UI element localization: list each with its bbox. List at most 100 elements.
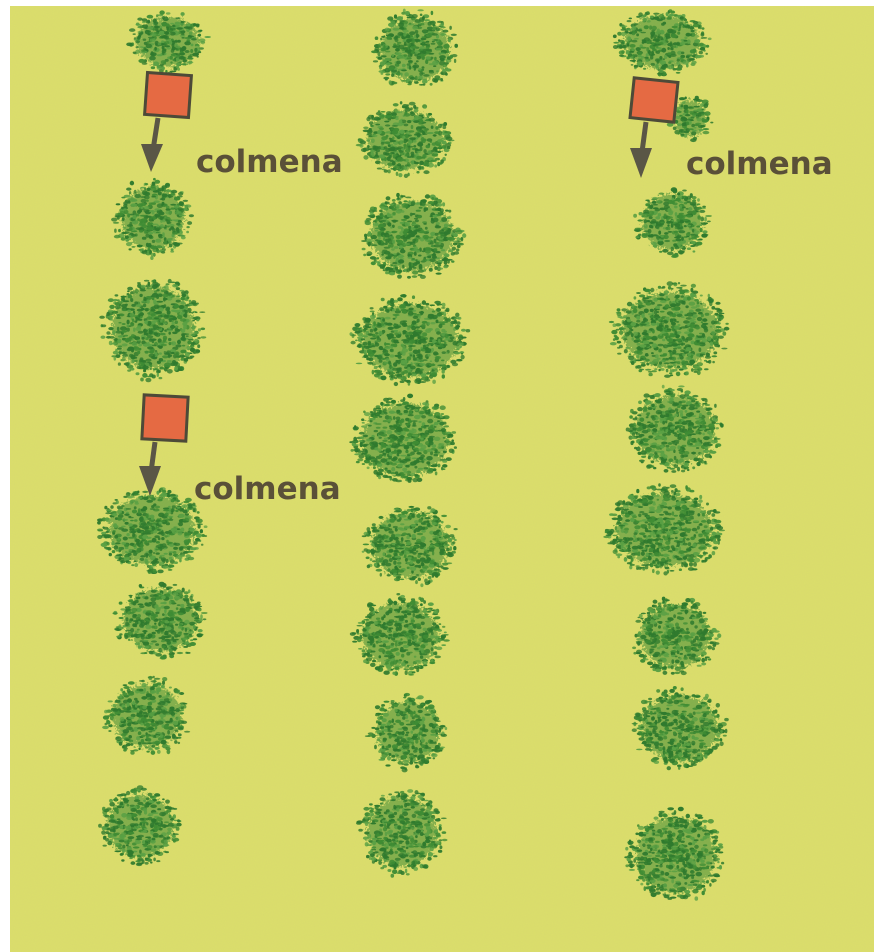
bush-speckle bbox=[394, 382, 398, 386]
bush-speckle bbox=[130, 619, 133, 621]
bush-speckle bbox=[190, 356, 194, 358]
bush-speckle bbox=[141, 308, 145, 311]
bush-speckle bbox=[404, 458, 411, 460]
bush-speckle bbox=[158, 695, 161, 698]
bush-speckle bbox=[167, 828, 172, 832]
bush-speckle bbox=[155, 549, 160, 551]
bush-speckle bbox=[116, 203, 121, 205]
bush-speckle bbox=[121, 859, 124, 861]
bush-speckle bbox=[130, 181, 134, 186]
bush-speckle bbox=[181, 528, 185, 533]
bush-speckle bbox=[428, 201, 435, 204]
bush-speckle bbox=[398, 331, 401, 334]
bush-speckle bbox=[362, 451, 365, 454]
bush-speckle bbox=[394, 255, 397, 257]
bush-speckle bbox=[144, 559, 148, 564]
bush-speckle bbox=[148, 854, 153, 857]
bush-speckle bbox=[368, 231, 371, 235]
bush-speckle bbox=[373, 466, 376, 469]
bush-speckle bbox=[185, 533, 192, 536]
bush-speckle bbox=[151, 616, 156, 621]
bush-speckle bbox=[435, 463, 438, 466]
bush-speckle bbox=[380, 402, 383, 406]
bush-speckle bbox=[368, 341, 371, 345]
bush-speckle bbox=[143, 823, 145, 826]
bush-speckle bbox=[151, 686, 155, 690]
bush-speckle bbox=[115, 302, 120, 305]
bush-speckle bbox=[466, 329, 471, 332]
bush-speckle bbox=[399, 201, 402, 204]
bush-speckle bbox=[404, 445, 410, 450]
bush-speckle bbox=[411, 160, 414, 164]
bush-speckle bbox=[355, 323, 360, 327]
bush-speckle bbox=[435, 126, 438, 130]
bush-speckle bbox=[191, 300, 196, 304]
bush-speckle bbox=[422, 407, 427, 410]
bush-speckle bbox=[391, 248, 395, 250]
bush-speckle bbox=[428, 22, 432, 26]
bush-speckle bbox=[119, 602, 123, 605]
bush-speckle bbox=[183, 510, 188, 514]
bush-speckle bbox=[398, 226, 402, 229]
bush-speckle bbox=[120, 822, 124, 824]
bush-speckle bbox=[432, 311, 435, 313]
bush-speckle bbox=[431, 348, 434, 352]
bush-speckle bbox=[385, 73, 390, 75]
bush-speckle bbox=[434, 164, 437, 167]
bush-speckle bbox=[405, 106, 409, 109]
bush-speckle bbox=[387, 430, 393, 435]
bush-speckle bbox=[141, 680, 144, 683]
bush-speckle bbox=[142, 630, 147, 632]
bush-speckle bbox=[404, 215, 410, 219]
bush-speckle bbox=[426, 33, 432, 38]
bush-speckle bbox=[138, 362, 144, 367]
bush-speckle bbox=[144, 618, 148, 620]
bush-speckle bbox=[385, 58, 391, 61]
bush-speckle bbox=[151, 280, 155, 283]
bush-speckle bbox=[108, 327, 113, 330]
bush-speckle bbox=[128, 681, 135, 685]
bush-speckle bbox=[183, 597, 190, 601]
bush-speckle bbox=[402, 323, 407, 327]
bush-speckle bbox=[149, 550, 153, 554]
bush-speckle bbox=[152, 614, 155, 616]
bush-speckle bbox=[434, 430, 438, 432]
bush-speckle bbox=[123, 799, 129, 802]
bush-speckle bbox=[124, 841, 129, 844]
bush-speckle bbox=[421, 377, 427, 381]
bush-speckle bbox=[123, 356, 125, 358]
bush-speckle bbox=[179, 503, 182, 505]
bush-speckle bbox=[443, 44, 450, 49]
bush-speckle bbox=[437, 139, 443, 142]
bush-speckle bbox=[370, 338, 376, 340]
bush-speckle bbox=[201, 328, 206, 331]
bush-speckle bbox=[447, 216, 451, 219]
bush-speckle bbox=[405, 164, 409, 166]
bush-speckle bbox=[443, 258, 449, 262]
bush-speckle bbox=[144, 188, 147, 190]
bush-speckle bbox=[117, 339, 121, 344]
bush-speckle bbox=[149, 235, 153, 239]
bush-speckle bbox=[383, 398, 389, 402]
bush-speckle bbox=[199, 311, 205, 313]
bush-speckle bbox=[126, 702, 129, 707]
bush-speckle bbox=[427, 506, 431, 509]
bush-speckle bbox=[154, 845, 157, 848]
bush-speckle bbox=[393, 147, 398, 150]
bush-speckle bbox=[188, 27, 193, 30]
bush-speckle bbox=[153, 178, 156, 181]
bush-speckle bbox=[382, 440, 387, 442]
bush-speckle bbox=[139, 823, 142, 826]
bush-speckle bbox=[157, 808, 161, 810]
bush-speckle bbox=[169, 613, 175, 617]
bush-speckle bbox=[441, 360, 444, 362]
bush-speckle bbox=[409, 410, 413, 415]
bush-speckle bbox=[122, 707, 126, 710]
bush-speckle bbox=[432, 33, 438, 36]
bush-speckle bbox=[145, 839, 150, 841]
bush-speckle bbox=[455, 313, 459, 318]
bush-speckle bbox=[126, 617, 129, 621]
bush-speckle bbox=[166, 694, 170, 697]
bush-speckle bbox=[437, 21, 443, 23]
bush-speckle bbox=[180, 318, 186, 322]
